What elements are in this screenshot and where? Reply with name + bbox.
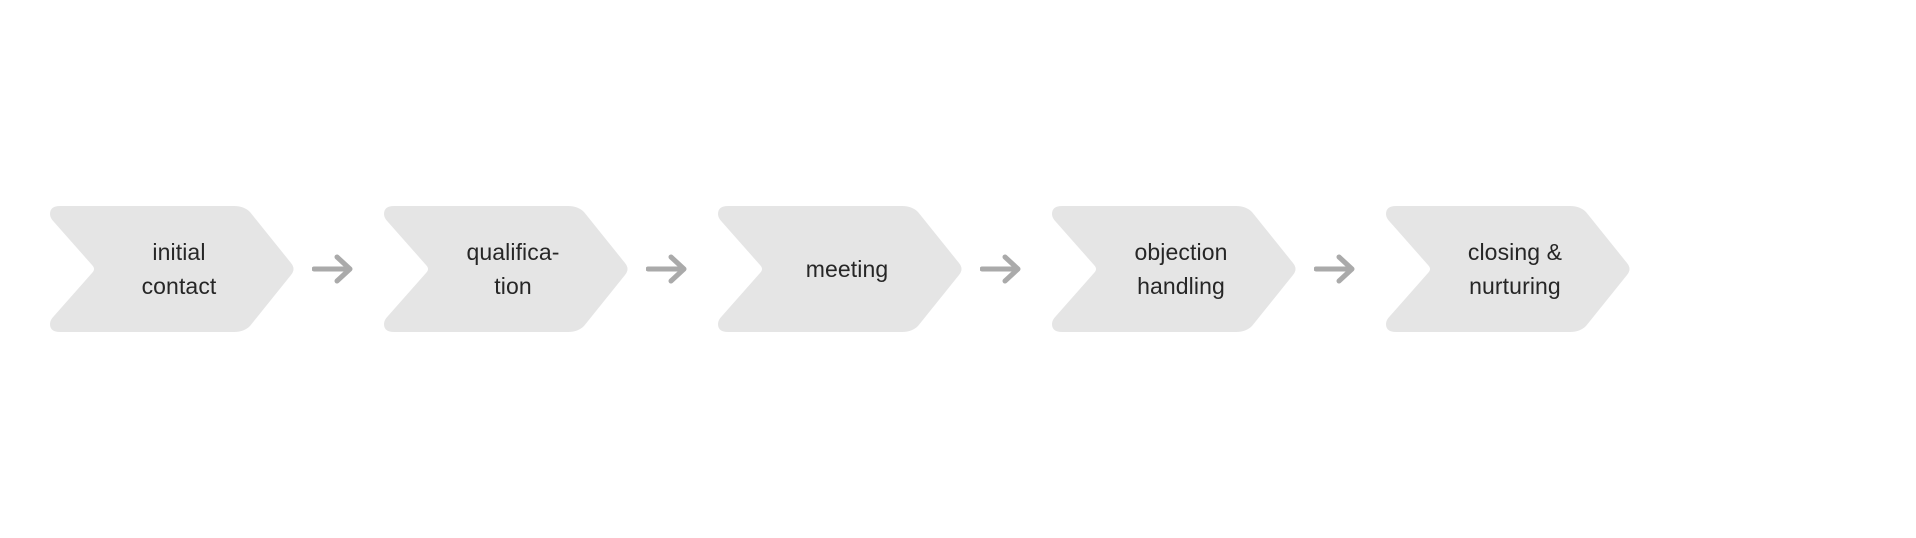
chevron-shape	[50, 206, 294, 332]
flow-stage-qualification[interactable]: qualifica- tion	[372, 206, 630, 332]
arrow-right-icon	[312, 254, 353, 284]
flow-stage-meeting[interactable]: meeting	[706, 206, 964, 332]
arrow-right-icon	[1314, 254, 1355, 284]
flow-stage-label: meeting	[805, 256, 889, 282]
flow-connector-2	[630, 206, 706, 332]
flow-stage-objection-handling[interactable]: objection handling	[1040, 206, 1298, 332]
flow-stage-label: closing & nurturing	[1467, 239, 1563, 299]
arrow-right-icon	[980, 254, 1021, 284]
arrow-right-icon	[646, 254, 687, 284]
flow-stage-label: objection handling	[1134, 239, 1228, 299]
flow-stage-label: initial contact	[141, 239, 217, 299]
flow-stage-initial-contact[interactable]: initial contact	[38, 206, 296, 332]
flow-connector-3	[964, 206, 1040, 332]
flow-connector-4	[1298, 206, 1374, 332]
flow-stage-closing-nurturing[interactable]: closing & nurturing	[1374, 206, 1632, 332]
flow-stage-label: qualifica- tion	[466, 239, 560, 299]
flow-connector-1	[296, 206, 372, 332]
chevron-shape	[718, 206, 962, 332]
chevron-shape	[384, 206, 628, 332]
chevron-shape	[1052, 206, 1296, 332]
chevron-shape	[1386, 206, 1630, 332]
